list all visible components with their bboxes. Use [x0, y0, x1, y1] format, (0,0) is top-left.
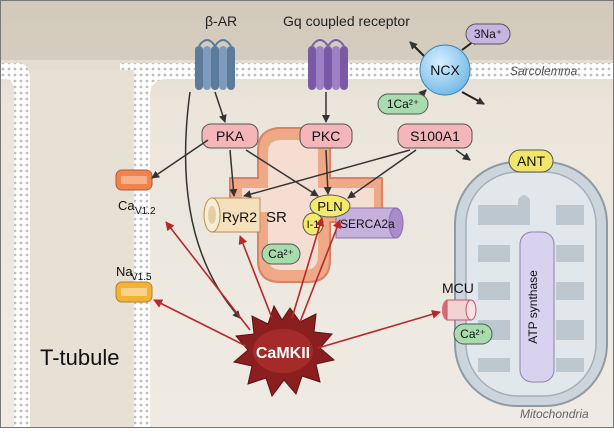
serca2a-label: SERCA2a	[340, 217, 395, 231]
camkii-label: CaMKII	[256, 345, 310, 362]
sarcolemma-label: Sarcolemma	[510, 64, 578, 78]
pka-box: PKA	[201, 123, 259, 149]
ryr2-label: RyR2	[222, 209, 257, 225]
gq-receptor-label: Gq coupled receptor	[283, 13, 410, 29]
ant-label: ANT	[517, 153, 545, 169]
black-arrows	[151, 91, 471, 319]
beta-ar-receptor	[195, 39, 235, 90]
beta-ar-label: β-AR	[205, 13, 237, 29]
mcu-label: MCU	[442, 280, 474, 296]
ca-mito-label: Ca²⁺	[460, 327, 486, 341]
s100a1-box: S100A1	[397, 123, 473, 149]
gq-receptor	[308, 39, 348, 90]
cav12-channel: Ca V1.2	[115, 169, 156, 217]
pka-label: PKA	[216, 128, 245, 144]
cav-subscript: V1.2	[135, 206, 156, 217]
pkc-box: PKC	[299, 123, 353, 149]
pkc-label: PKC	[312, 128, 341, 144]
ncx-label: NCX	[430, 62, 460, 78]
mitochondrion: ATP synthase ANT Mitochondria	[454, 149, 608, 421]
camkii-hub: CaMKII	[232, 304, 336, 398]
i1-label: I-1	[307, 219, 320, 231]
red-arrows	[153, 217, 441, 349]
sarcolemma-membrane	[0, 63, 614, 428]
mitochondria-label: Mitochondria	[520, 407, 589, 421]
na3-label: 3Na⁺	[474, 27, 502, 41]
ca-sr-label: Ca²⁺	[268, 247, 294, 261]
cav-label: Ca	[118, 198, 135, 213]
sarcoplasmic-reticulum: RyR2 SR SERCA2a PLN I-1 Ca²⁺	[203, 127, 404, 283]
sr-label: SR	[266, 209, 287, 226]
atp-synthase-label: ATP synthase	[526, 270, 540, 344]
s100a1-label: S100A1	[410, 128, 460, 144]
t-tubule-label: T-tubule	[40, 345, 120, 370]
pln-label: PLN	[317, 199, 342, 214]
mcu-channel: MCU Ca²⁺	[442, 280, 493, 345]
nav-subscript: V1.5	[131, 272, 152, 283]
ncx-exchanger: NCX 3Na⁺ 1Ca²⁺	[377, 23, 511, 115]
nav15-channel: Na V1.5	[115, 264, 153, 303]
nav-label: Na	[116, 264, 133, 279]
ca1-label: 1Ca²⁺	[387, 97, 419, 111]
